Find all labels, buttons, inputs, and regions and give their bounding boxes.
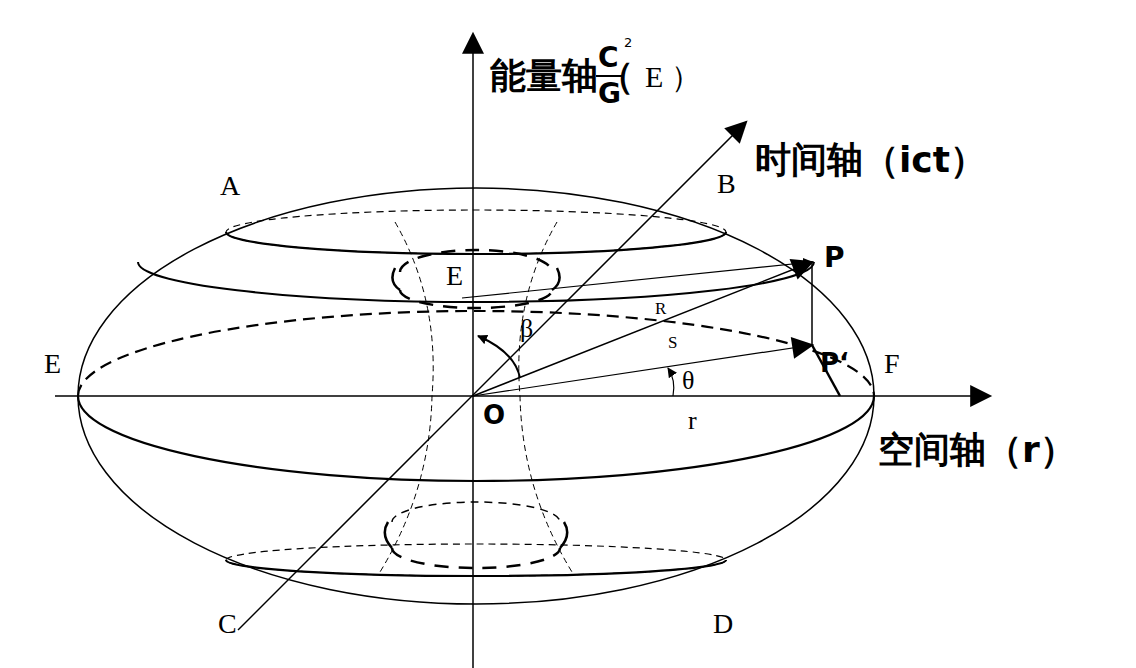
vector-op-prime (473, 345, 812, 396)
equator-back (78, 311, 874, 396)
vector-ep (462, 262, 812, 298)
vector-label: r (688, 408, 697, 434)
p-ring (138, 262, 814, 302)
angle-label: θ (682, 368, 694, 394)
point-label: F (884, 350, 900, 378)
energy-axis (472, 34, 474, 668)
point-label: D (713, 610, 733, 638)
hole-bottom-back (392, 502, 560, 522)
point-label: P (824, 244, 845, 272)
hole-top-front (400, 290, 552, 308)
beta-arc (478, 336, 520, 378)
space-axis (55, 395, 990, 397)
axis-title: 空间轴（r） (878, 432, 1076, 468)
vector-label: S (668, 334, 677, 351)
point-label: C (218, 610, 237, 638)
equator-front (78, 396, 874, 481)
projection-line (811, 262, 813, 345)
hole-left (380, 222, 433, 572)
fraction-numerator: C (598, 44, 619, 72)
theta-arc (668, 368, 674, 396)
point-label: B (717, 170, 736, 198)
point-label: E (446, 262, 463, 290)
point-label: P‘ (820, 350, 849, 376)
hole-bottom-front (392, 548, 560, 568)
fraction-denominator: G (598, 80, 621, 108)
hole-top-back (400, 250, 552, 272)
axis-title: 时间轴（ict） (755, 142, 986, 178)
vector-label: R (655, 300, 666, 317)
angle-label: β (520, 316, 533, 342)
hole-top-side (392, 268, 559, 290)
vector-op (473, 262, 812, 396)
point-label: A (220, 172, 240, 200)
origin-label: O (483, 402, 505, 428)
point-label: E (44, 350, 61, 378)
hole-bottom-side (385, 522, 567, 548)
hole-right (519, 222, 572, 572)
superscript: 2 (624, 36, 632, 49)
time-axis (238, 122, 746, 630)
axis-title: E ） (645, 62, 701, 92)
bottom-ring-back (226, 544, 726, 576)
